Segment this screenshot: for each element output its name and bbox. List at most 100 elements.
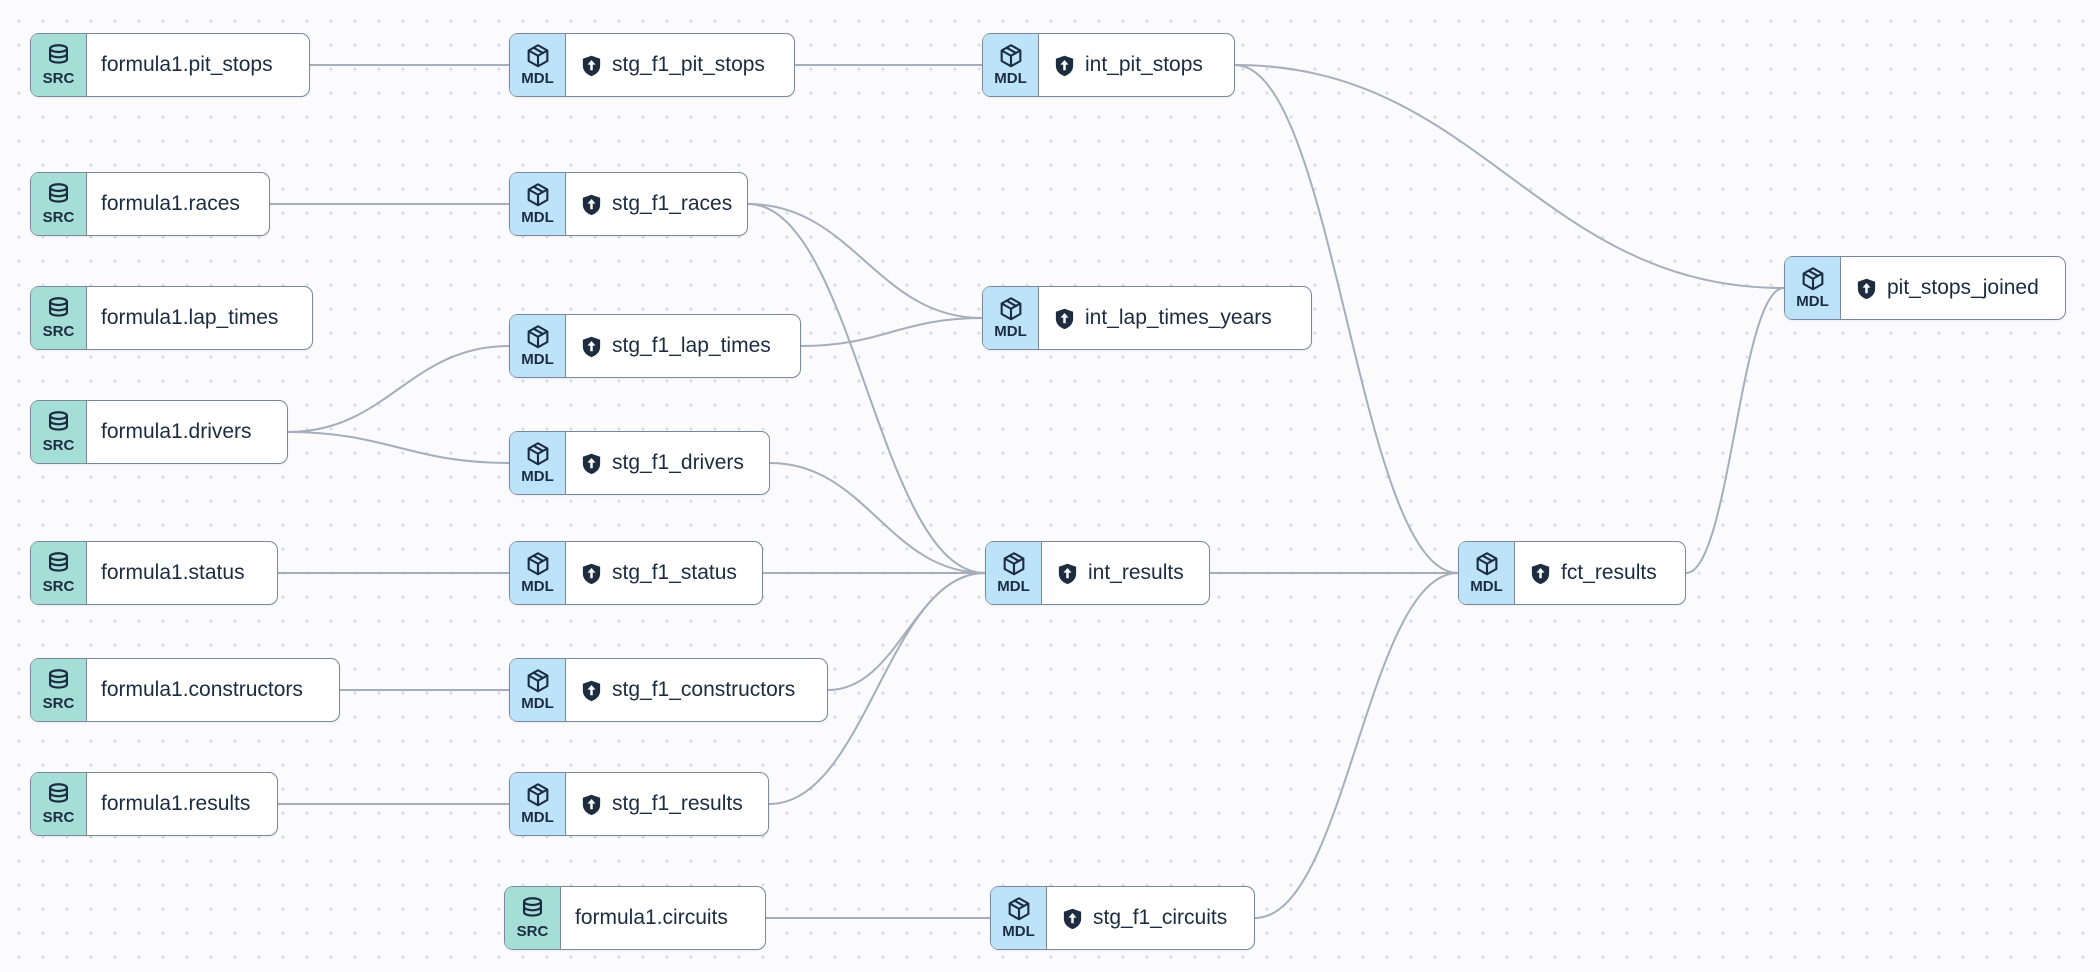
node-body: stg_f1_races — [566, 173, 747, 235]
shield-icon-wrap — [1529, 562, 1552, 585]
shield-icon — [582, 794, 601, 815]
node-formula1-lap-times[interactable]: SRC formula1.lap_times — [30, 286, 313, 350]
node-body: int_lap_times_years — [1039, 287, 1311, 349]
node-formula1-status[interactable]: SRC formula1.status — [30, 541, 278, 605]
node-formula1-drivers[interactable]: SRC formula1.drivers — [30, 400, 288, 464]
model-badge: MDL — [986, 542, 1042, 604]
node-label: formula1.results — [101, 792, 251, 815]
node-body: formula1.results — [87, 773, 277, 835]
badge-label: MDL — [994, 70, 1027, 88]
node-label: fct_results — [1561, 561, 1657, 584]
database-icon — [48, 668, 69, 689]
database-icon — [522, 896, 543, 917]
shield-icon-wrap — [580, 679, 603, 702]
model-badge: MDL — [1785, 257, 1841, 319]
shield-icon — [1058, 563, 1077, 584]
cube-icon — [527, 325, 548, 349]
node-stg-f1-races[interactable]: MDL stg_f1_races — [509, 172, 748, 236]
badge-label: SRC — [42, 436, 75, 454]
model-badge: MDL — [991, 887, 1047, 949]
node-stg-f1-constructors[interactable]: MDL stg_f1_constructors — [509, 658, 828, 722]
node-body: stg_f1_status — [566, 542, 762, 604]
shield-icon — [1055, 55, 1074, 76]
node-body: formula1.lap_times — [87, 287, 312, 349]
badge-label: MDL — [521, 695, 554, 713]
source-badge: SRC — [31, 542, 87, 604]
cube-icon — [1476, 552, 1497, 576]
node-label: formula1.drivers — [101, 420, 252, 443]
model-badge: MDL — [510, 542, 566, 604]
badge-label: SRC — [42, 208, 75, 226]
node-label: formula1.status — [101, 561, 245, 584]
cube-icon — [527, 552, 548, 576]
shield-icon — [582, 453, 601, 474]
badge-label: MDL — [521, 70, 554, 88]
node-body: stg_f1_lap_times — [566, 315, 800, 377]
node-label: stg_f1_constructors — [612, 678, 796, 701]
source-badge: SRC — [31, 401, 87, 463]
edge-stg-f1-drivers-to-int-results — [769, 462, 986, 574]
node-label: formula1.lap_times — [101, 306, 279, 329]
cube-icon — [1802, 267, 1823, 291]
badge-label: SRC — [42, 322, 75, 340]
cube-icon — [527, 44, 548, 68]
node-label: stg_f1_results — [612, 792, 743, 815]
node-formula1-races[interactable]: SRC formula1.races — [30, 172, 270, 236]
shield-icon — [582, 194, 601, 215]
badge-label: MDL — [1470, 578, 1503, 596]
edge-stg-f1-results-to-int-results — [768, 572, 986, 805]
model-badge: MDL — [510, 173, 566, 235]
node-body: formula1.circuits — [561, 887, 765, 949]
cube-icon — [527, 669, 548, 693]
node-body: formula1.races — [87, 173, 269, 235]
node-int-results[interactable]: MDL int_results — [985, 541, 1210, 605]
source-badge: SRC — [31, 34, 87, 96]
node-int-lap-times-years[interactable]: MDL int_lap_times_years — [982, 286, 1312, 350]
database-icon — [48, 551, 69, 572]
badge-label: MDL — [521, 578, 554, 596]
node-stg-f1-pit-stops[interactable]: MDL stg_f1_pit_stops — [509, 33, 795, 97]
node-stg-f1-lap-times[interactable]: MDL stg_f1_lap_times — [509, 314, 801, 378]
shield-icon — [1063, 908, 1082, 929]
badge-label: SRC — [42, 577, 75, 595]
shield-icon — [582, 336, 601, 357]
database-icon — [48, 296, 69, 317]
model-badge: MDL — [510, 315, 566, 377]
node-body: stg_f1_drivers — [566, 432, 769, 494]
badge-label: MDL — [521, 351, 554, 369]
edge-int-pit-stops-to-pit-stops-joined — [1234, 64, 1785, 289]
node-label: stg_f1_races — [612, 192, 733, 215]
cube-icon — [1000, 297, 1021, 321]
node-body: formula1.drivers — [87, 401, 287, 463]
badge-label: MDL — [521, 809, 554, 827]
shield-icon — [1055, 308, 1074, 329]
shield-icon-wrap — [580, 54, 603, 77]
node-label: formula1.pit_stops — [101, 53, 273, 76]
edge-stg-f1-circuits-to-fct-results — [1254, 572, 1459, 919]
database-icon — [48, 182, 69, 203]
node-stg-f1-status[interactable]: MDL stg_f1_status — [509, 541, 763, 605]
badge-label: MDL — [994, 323, 1027, 341]
node-stg-f1-results[interactable]: MDL stg_f1_results — [509, 772, 769, 836]
model-badge: MDL — [1459, 542, 1515, 604]
edge-stg-f1-races-to-int-results — [747, 203, 986, 574]
model-badge: MDL — [510, 34, 566, 96]
node-body: stg_f1_pit_stops — [566, 34, 794, 96]
node-label: formula1.circuits — [575, 906, 728, 929]
node-fct-results[interactable]: MDL fct_results — [1458, 541, 1686, 605]
source-badge: SRC — [31, 659, 87, 721]
badge-label: SRC — [42, 694, 75, 712]
node-label: int_results — [1088, 561, 1184, 584]
node-formula1-pit-stops[interactable]: SRC formula1.pit_stops — [30, 33, 310, 97]
cube-icon — [527, 783, 548, 807]
shield-icon-wrap — [580, 562, 603, 585]
